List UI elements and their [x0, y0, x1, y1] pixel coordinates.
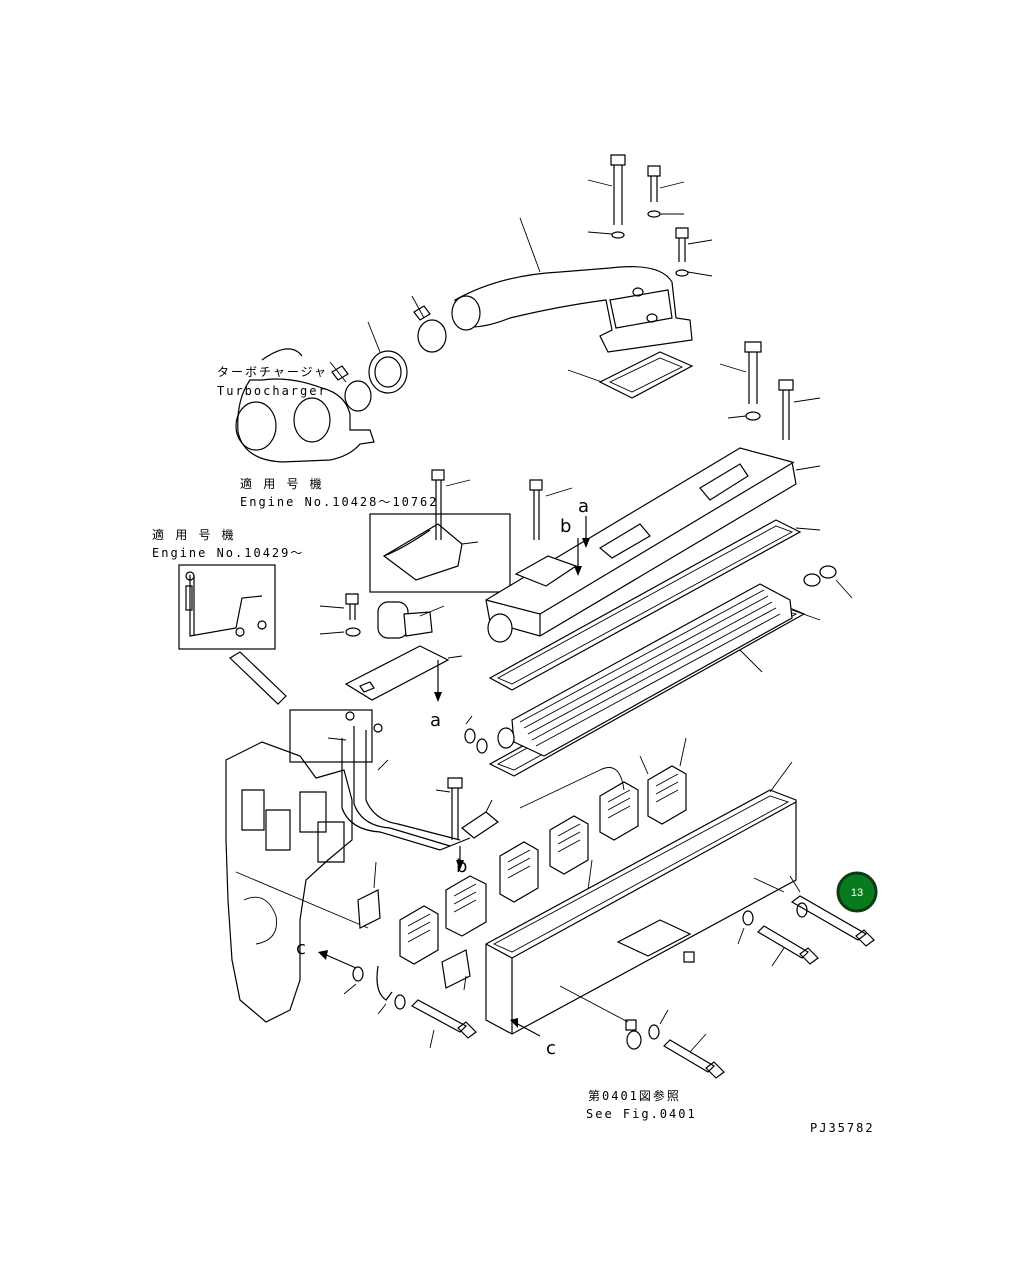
- heater-cover-inset: [369, 513, 511, 593]
- engine-block-sketch: [225, 741, 369, 1023]
- callout-13-label: 13: [851, 887, 863, 899]
- see-fig-jp: 第0401図参照: [588, 1088, 681, 1103]
- drawing-number: PJ35782: [810, 1121, 875, 1135]
- ref-b-bottom: b: [456, 856, 467, 877]
- aftercooler-core: [497, 583, 821, 757]
- turbocharger-jp-label: ターボチャージャ: [217, 365, 328, 379]
- applicable-note-1-jp: 適 用 号 機: [240, 476, 324, 491]
- ref-b-top: b: [560, 516, 571, 537]
- applicable-note-2-jp: 適 用 号 機: [152, 527, 236, 542]
- heater-bolt: b: [435, 715, 488, 877]
- see-fig-en: See Fig.0401: [586, 1107, 697, 1121]
- aftercooler-case: c: [485, 761, 797, 1059]
- turbocharger-group: [235, 295, 447, 463]
- intake-connector-group: [451, 154, 713, 399]
- case-bolts: c: [296, 875, 875, 1079]
- turbocharger-en-label: Turbocharger: [217, 384, 328, 398]
- glow-wire-harness: [289, 709, 500, 851]
- ref-c-left: c: [296, 938, 306, 959]
- ref-c-right: c: [546, 1038, 556, 1059]
- wiring-harness-inset: [178, 564, 287, 705]
- engine-range-2: Engine No.10429～: [152, 546, 304, 560]
- heater-relay-group: a: [319, 469, 573, 731]
- intake-heaters: [357, 737, 687, 991]
- ref-a-bottom: a: [430, 710, 441, 731]
- engine-range-1: Engine No.10428～10762: [240, 495, 439, 509]
- ref-a-top: a: [578, 496, 589, 517]
- intake-manifold-group: a b: [485, 341, 821, 643]
- callout-13-button[interactable]: 13: [836, 871, 878, 913]
